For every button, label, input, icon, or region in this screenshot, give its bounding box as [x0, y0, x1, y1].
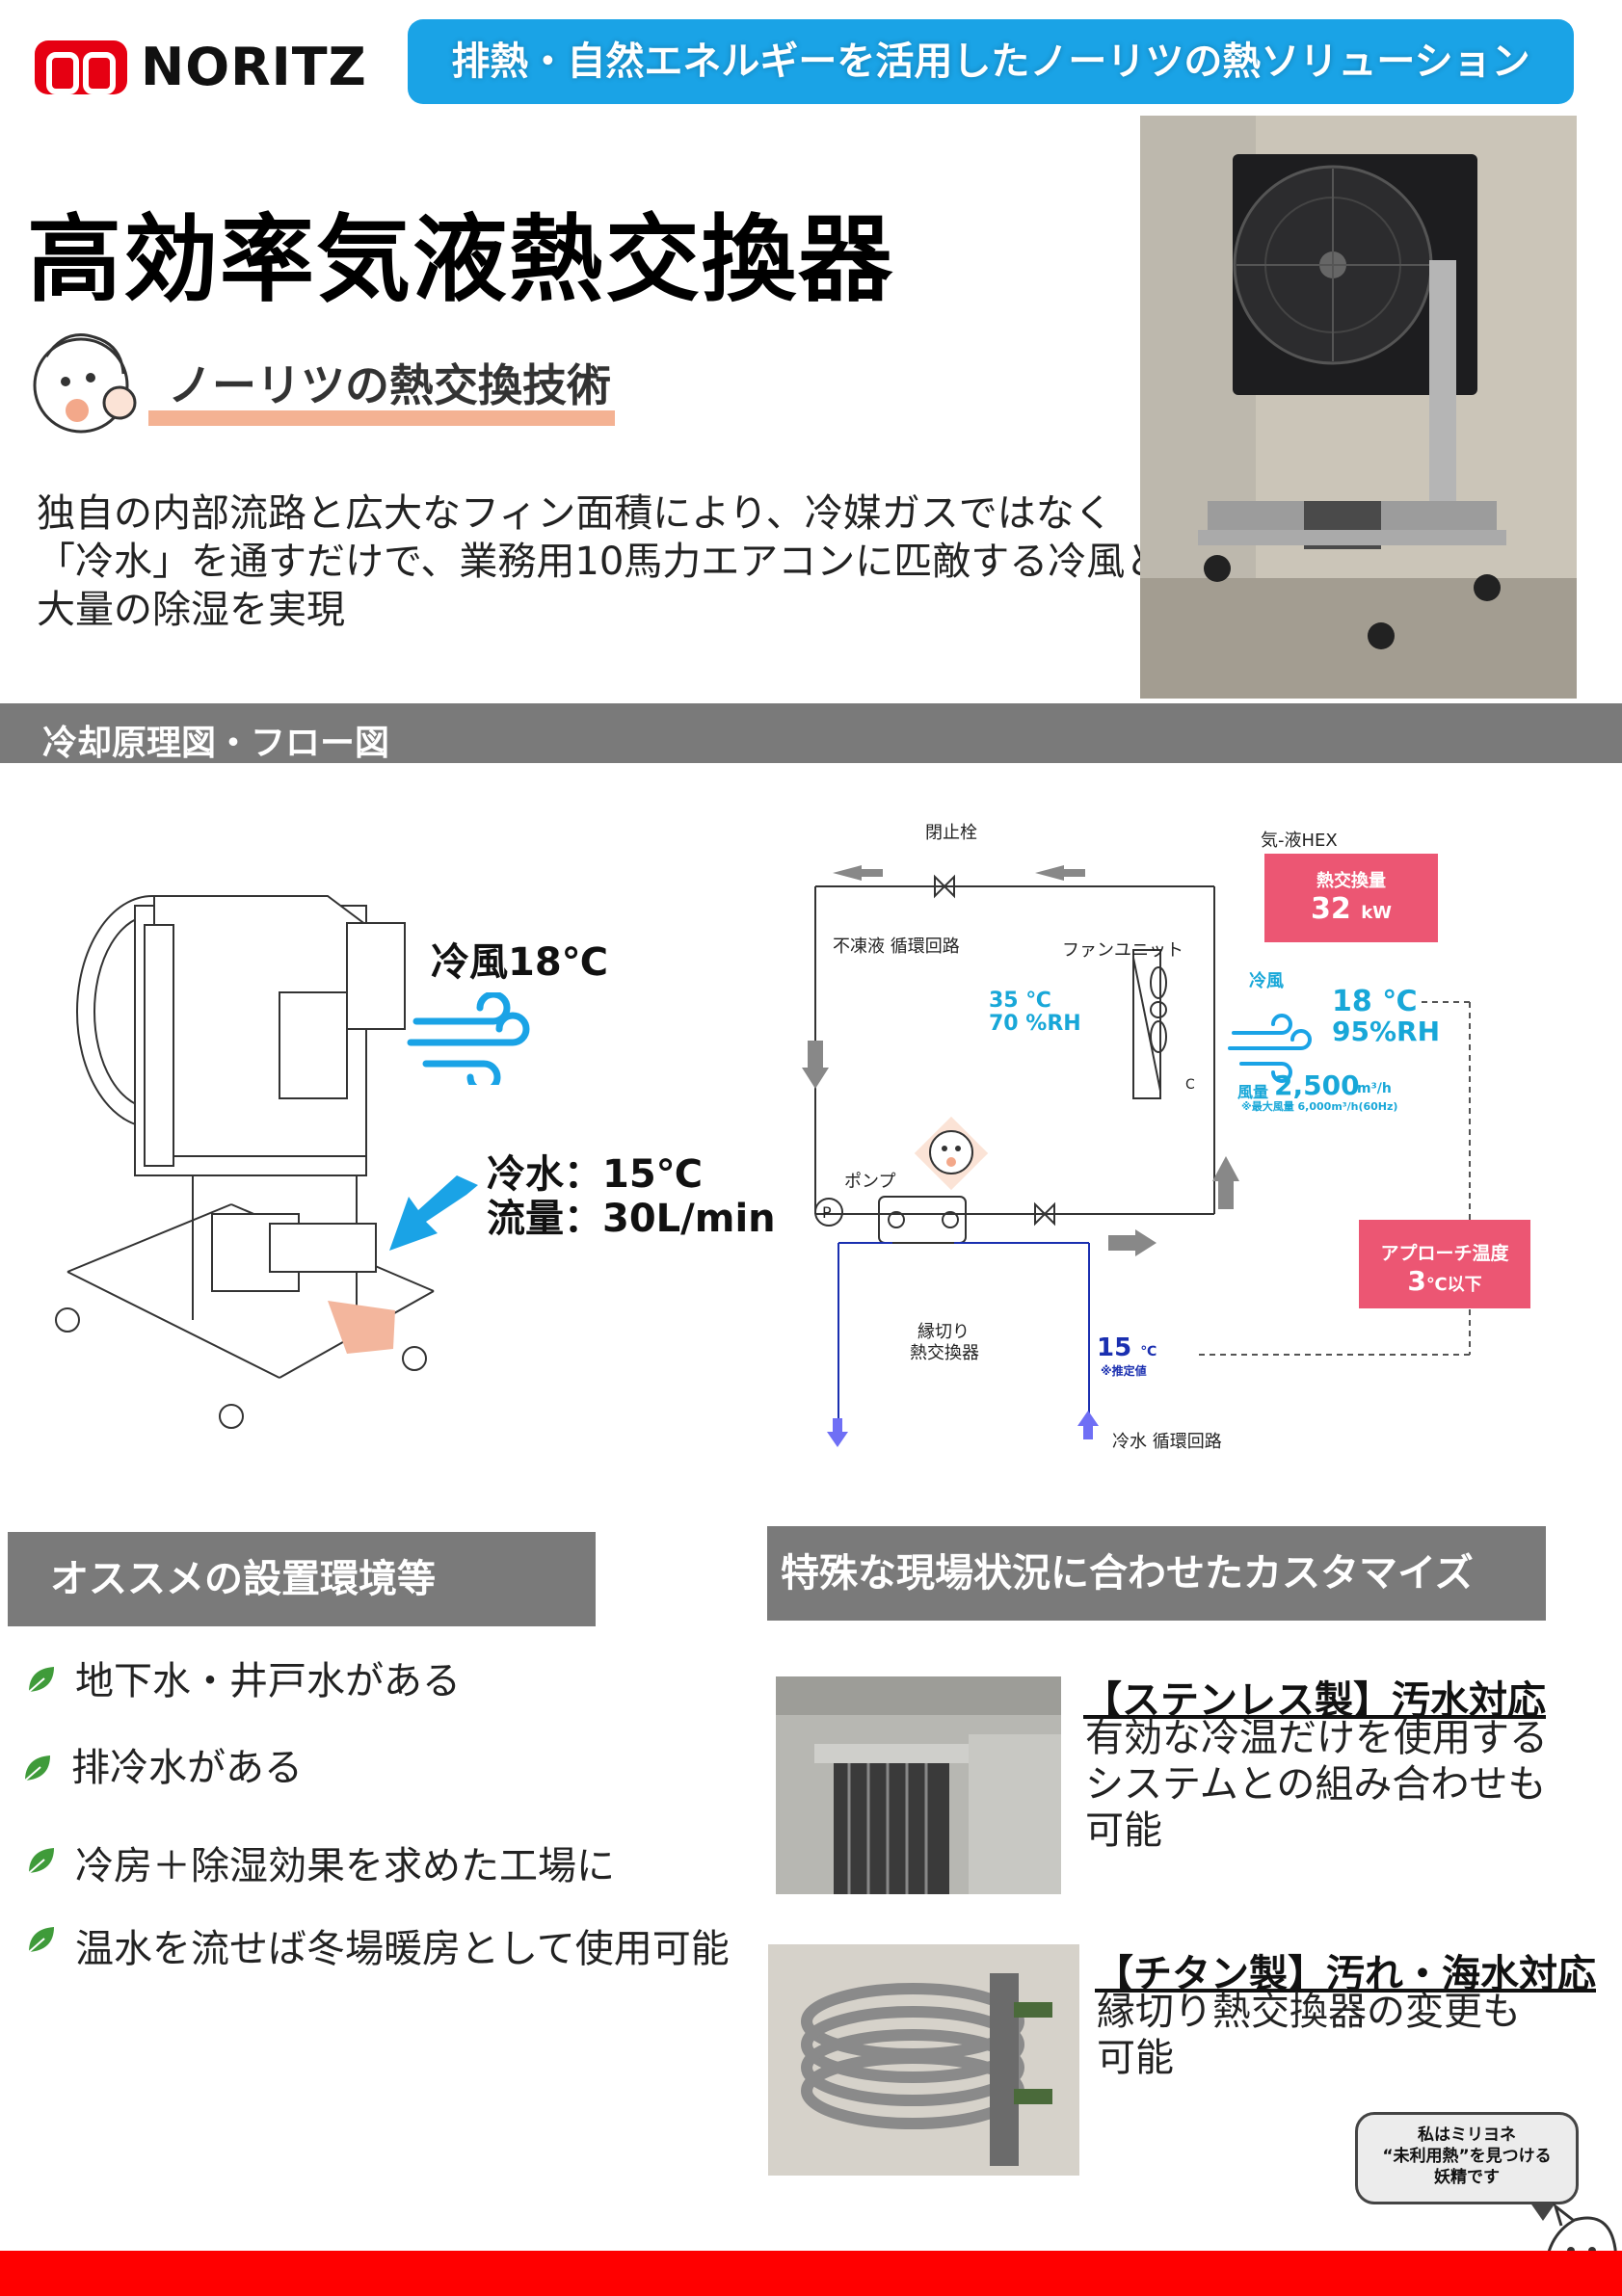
antifreeze-loop-label: 不凍液 循環回路 [833, 937, 960, 957]
subheading-underline [148, 410, 615, 426]
airflow-unit: m³/h [1357, 1081, 1392, 1096]
intro-line: 大量の除湿を実現 [37, 588, 345, 632]
approach-unit: ℃以下 [1425, 1275, 1482, 1295]
cold-water-caption: 冷水：15℃ [487, 1152, 704, 1197]
mascot-icon [33, 333, 137, 434]
intro-line: 独自の内部流路と広大なフィン面積により、冷媒ガスではなく [37, 491, 1113, 536]
titanium-photo [768, 1944, 1079, 2176]
stainless-line: システムとの組み合わせも [1085, 1762, 1547, 1807]
footer-bar [0, 2251, 1622, 2296]
hex-label: 気-液HEX [1261, 831, 1338, 851]
airflow-label: 風量 [1237, 1083, 1269, 1101]
machine-illustration [55, 895, 435, 1429]
flow-diagram [802, 865, 1471, 1447]
recommend-item: 冷房＋除湿効果を求めた工場に [75, 1844, 615, 1888]
water-temp-value: 15 [1097, 1333, 1132, 1362]
bubble-line: 私はミリヨネ [1418, 2125, 1516, 2145]
leaf-icon [28, 1848, 54, 1874]
header-banner: 排熱・自然エネルギーを活用したノーリツの熱ソリューション [408, 19, 1574, 104]
bubble-line: 妖精です [1434, 2168, 1500, 2187]
approach-label: アプローチ温度 [1380, 1243, 1509, 1264]
titanium-line: 縁切り熱交換器の変更も [1097, 1990, 1521, 2034]
airflow-max-note: ※最大風量 6,000m³/h(60Hz) [1241, 1100, 1398, 1113]
water-temp-unit: ℃ [1140, 1344, 1157, 1359]
airflow-value: 2,500 [1274, 1069, 1360, 1101]
custom-header: 特殊な現場状況に合わせたカスタマイズ [767, 1526, 1546, 1621]
stainless-line: 可能 [1085, 1808, 1162, 1853]
approach-temp-box: アプローチ温度 3℃以下 [1359, 1220, 1530, 1308]
intro-line: 「冷水」を通すだけで、業務用10馬力エアコンに匹敵する冷風と [37, 540, 1164, 584]
stainless-title: 【ステンレス製】汚水対応 [1083, 1678, 1546, 1723]
outlet-rh: 95%RH [1332, 1016, 1441, 1047]
plate-hex-label-1: 縁切り [917, 1322, 970, 1342]
stainless-body: 有効な冷温だけを使用する システムとの組み合わせも 可能 [1085, 1715, 1548, 1854]
intro-text: 独自の内部流路と広大なフィン面積により、冷媒ガスではなく 「冷水」を通すだけで、… [37, 489, 1164, 634]
wind-icon [407, 992, 530, 1085]
recommend-item: 排冷水がある [71, 1746, 303, 1790]
pump-label: ポンプ [844, 1172, 896, 1192]
water-loop-label: 冷水 循環回路 [1112, 1432, 1222, 1452]
speech-bubble: 私はミリヨネ “未利用熱”を見つける 妖精です [1355, 2112, 1579, 2221]
water-temp: 15 ℃ [1097, 1333, 1157, 1362]
product-photo [1140, 116, 1577, 699]
subheading: ノーリツの熱交換技術 [168, 359, 611, 411]
approach-value: 3 [1407, 1265, 1426, 1297]
arrow-icon [389, 1175, 478, 1251]
noritz-logo-icon [35, 40, 127, 94]
titanium-line: 可能 [1097, 2036, 1174, 2080]
fan-unit-label: ファンユニット [1062, 940, 1183, 961]
pump-mark: P [822, 1203, 832, 1222]
leaf-icon [28, 1927, 54, 1953]
stop-valve-label: 閉止栓 [925, 823, 977, 843]
heat-exchange-label: 熱交換量 [1316, 871, 1386, 891]
cold-air-caption: 冷風18℃ [431, 940, 609, 985]
leaf-icon [28, 1667, 54, 1693]
heat-exchange-value: 32 [1310, 892, 1351, 926]
stainless-photo [776, 1676, 1061, 1894]
heat-exchange-unit: kW [1361, 903, 1393, 923]
outlet-temp: 18 ℃ [1332, 985, 1418, 1018]
inlet-rh: 70 %RH [989, 1012, 1081, 1036]
flow-rate-caption: 流量：30L/min [487, 1197, 776, 1241]
section-bar [0, 703, 1622, 763]
page-title: 高効率気液熱交換器 [27, 205, 895, 315]
titanium-body: 縁切り熱交換器の変更も 可能 [1097, 1989, 1521, 2081]
bubble-line: “未利用熱”を見つける [1382, 2147, 1552, 2166]
stainless-line: 有効な冷温だけを使用する [1085, 1716, 1548, 1760]
titanium-title: 【チタン製】汚れ・海水対応 [1095, 1952, 1596, 1996]
c-mark: C [1185, 1077, 1195, 1093]
plate-hex-label-2: 熱交換器 [910, 1343, 979, 1363]
recommend-item: 温水を流せば冬場暖房として使用可能 [75, 1927, 730, 1971]
recommend-item: 地下水・井戸水がある [75, 1659, 461, 1703]
inlet-temp: 35 ℃ [989, 989, 1051, 1013]
heat-exchange-box: 熱交換量 32 kW [1264, 854, 1438, 942]
leaf-icon [24, 1755, 50, 1781]
section-title: 冷却原理図・フロー図 [42, 724, 390, 763]
brand-name: NORITZ [141, 37, 367, 97]
estimated-note: ※推定値 [1101, 1364, 1147, 1378]
recommend-header: オススメの設置環境等 [8, 1532, 596, 1626]
cold-air-label: 冷風 [1249, 971, 1284, 991]
